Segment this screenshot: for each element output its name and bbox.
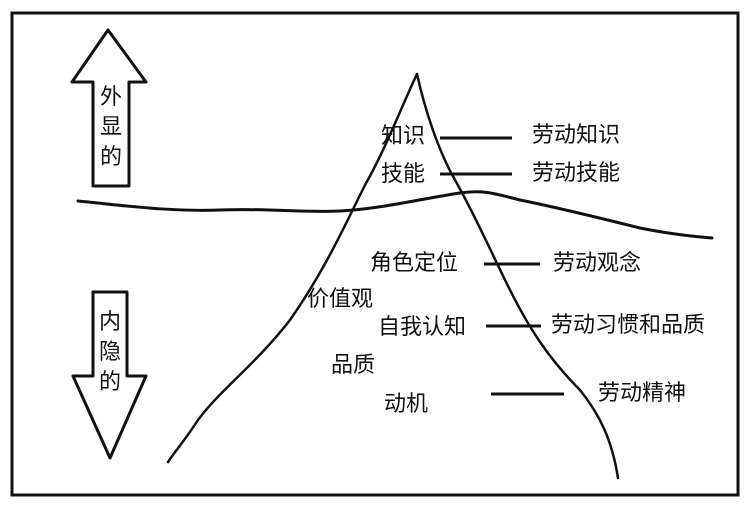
label-labor-knowledge: 劳动知识 [532, 123, 621, 148]
label-skill: 技能 [381, 162, 426, 187]
label-labor-habit-quality: 劳动习惯和品质 [551, 313, 706, 338]
label-labor-skill: 劳动技能 [532, 161, 621, 186]
iceberg-right-edge [415, 72, 620, 480]
arrow-up-char-2: 显 [99, 115, 122, 140]
arrow-down-char-3: 的 [98, 370, 121, 395]
arrow-down-char-1: 内 [98, 310, 121, 335]
label-values: 价值观 [307, 287, 374, 312]
label-labor-spirit: 劳动精神 [598, 381, 687, 406]
waterline [76, 190, 714, 240]
iceberg-left-edge [166, 72, 419, 464]
label-motive: 动机 [384, 392, 429, 417]
label-self-awareness: 自我认知 [378, 315, 467, 340]
arrow-down-char-2: 隐 [98, 340, 121, 365]
label-role: 角色定位 [370, 251, 459, 276]
label-knowledge: 知识 [381, 124, 426, 149]
arrow-up-icon [70, 28, 148, 188]
arrow-down-icon [71, 290, 148, 460]
label-quality: 品质 [331, 353, 376, 378]
diagram-frame [10, 11, 740, 497]
arrow-up-char-3: 的 [99, 145, 122, 170]
label-labor-concept: 劳动观念 [553, 251, 642, 276]
arrow-up-char-1: 外 [99, 85, 122, 110]
